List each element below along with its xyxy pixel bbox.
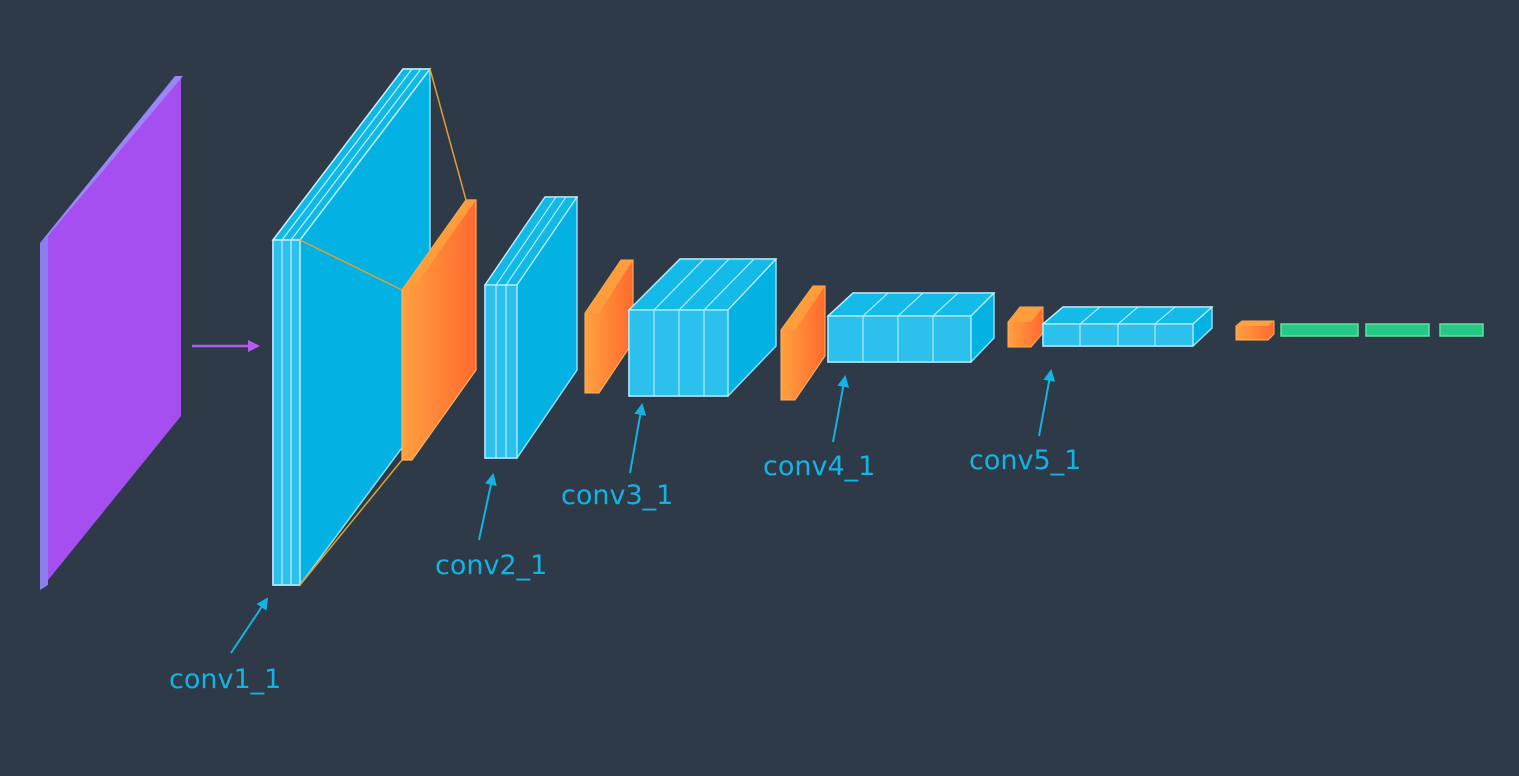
pool5-block [1235, 320, 1275, 341]
conv2-label: conv2_1 [435, 550, 547, 581]
conv1-callout-arrow [230, 597, 269, 654]
pool1-connector-lines [299, 68, 467, 586]
input-image-layer [40, 76, 183, 590]
pool4-block [1007, 306, 1044, 348]
conv3-label: conv3_1 [561, 480, 673, 511]
conv1-block [271, 68, 432, 586]
conv3-callout-arrow [629, 403, 647, 474]
conv5-callout-arrow [1038, 369, 1056, 437]
fc1-layer [1280, 323, 1359, 337]
conv4-callout-arrow [832, 375, 850, 443]
pool3-block [780, 285, 826, 401]
conv4-block [826, 292, 996, 363]
conv2-block [483, 196, 579, 459]
conv1-label: conv1_1 [169, 664, 281, 695]
conv5-block [1041, 306, 1214, 347]
conv5-label: conv5_1 [969, 445, 1081, 476]
conv4-label: conv4_1 [763, 451, 875, 482]
fc3-layer [1439, 323, 1484, 337]
fc2-layer [1365, 323, 1430, 337]
pool2-block [584, 259, 634, 394]
fc-layers [1280, 323, 1484, 337]
conv2-callout-arrow [478, 473, 497, 541]
conv3-block [627, 258, 778, 397]
